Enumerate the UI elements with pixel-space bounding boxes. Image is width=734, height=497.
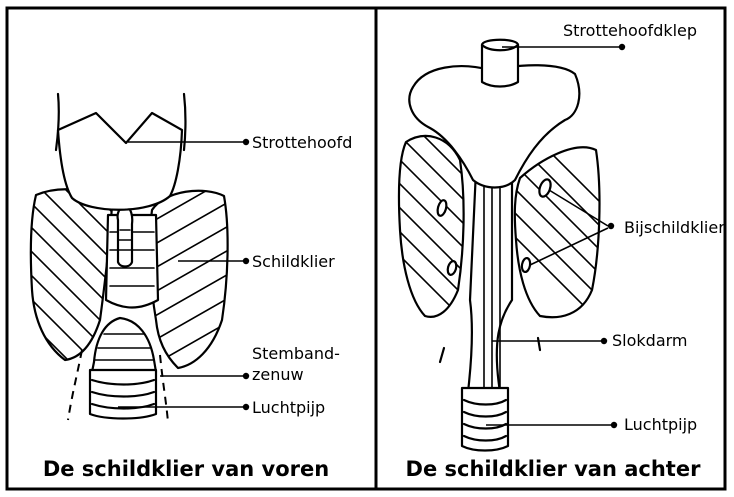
back-view-illustration [380,40,620,451]
label-strottehoofdklep: Strottehoofdklep [563,21,697,40]
label-schildklier: Schildklier [252,252,335,271]
caption-front-view: De schildklier van voren [43,457,329,481]
front-trachea-cone [92,318,156,372]
label-stemband: Stemband- [252,344,340,363]
label-slokdarm: Slokdarm [612,331,688,350]
front-pyramidal-lobe [118,206,133,267]
label-bijschildklier: Bijschildklier [624,218,725,237]
label-luchtpijp-front: Luchtpijp [252,398,325,417]
caption-back-view: De schildklier van achter [406,457,702,481]
front-nerve-left [68,350,82,420]
label-strottehoofd: Strottehoofd [252,133,352,152]
label-luchtpijp-back: Luchtpijp [624,415,697,434]
back-esophagus [468,170,512,392]
label-zenuw: zenuw [252,365,304,384]
front-nerve-right [160,355,168,422]
front-larynx-cartilage [58,113,182,210]
